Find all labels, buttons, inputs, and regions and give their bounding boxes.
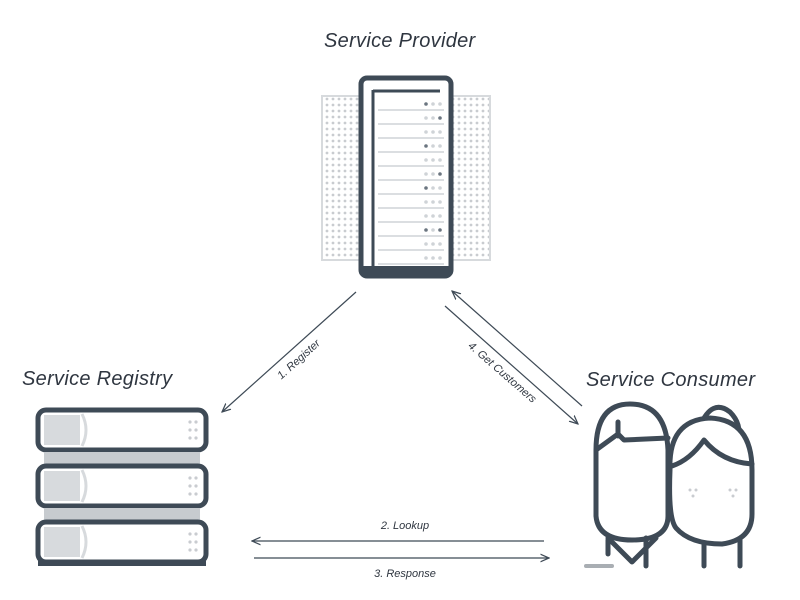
lookup-label: 2. Lookup xyxy=(380,520,429,532)
get-customers-label: 4. Get Customers xyxy=(466,340,539,406)
register-label: 1. Register xyxy=(275,337,324,382)
server-rack-icon xyxy=(321,75,491,279)
get-customers-request-arrow xyxy=(444,305,578,424)
database-stack-icon xyxy=(35,407,209,566)
get-customers-return-arrow xyxy=(452,291,583,407)
register-arrow xyxy=(222,291,357,412)
service-registry-title: Service Registry xyxy=(22,368,173,390)
service-provider-title: Service Provider xyxy=(324,30,476,52)
service-consumer-title: Service Consumer xyxy=(586,369,756,391)
response-label: 3. Response xyxy=(374,568,436,580)
consumers-icon xyxy=(584,401,755,569)
